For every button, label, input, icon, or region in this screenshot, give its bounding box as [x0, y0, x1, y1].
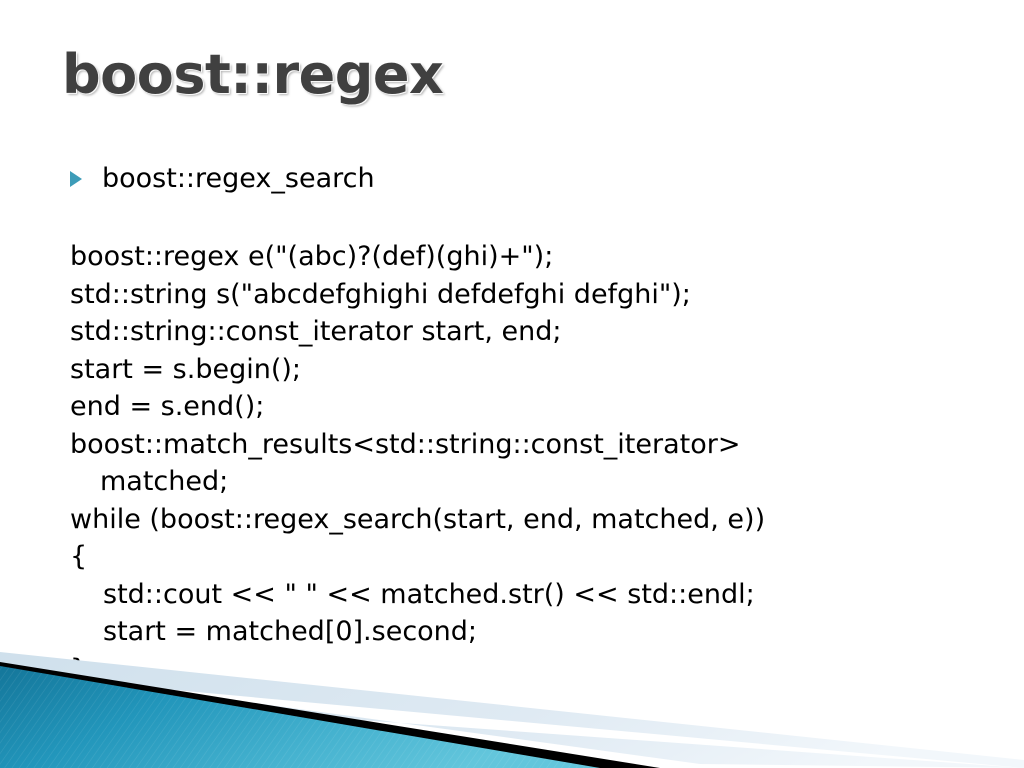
code-line: end = s.end();: [70, 391, 265, 422]
code-line: std::string::const_iterator start, end;: [70, 316, 562, 347]
bullet-list: boost::regex_search: [70, 162, 970, 196]
bullet-item-label: boost::regex_search: [102, 163, 375, 194]
code-line: start = matched[0].second;: [103, 616, 478, 647]
code-line: while (boost::regex_search(start, end, m…: [70, 503, 766, 535]
code-line: start = s.begin();: [70, 353, 301, 385]
code-block: boost::regex e("(abc)?(def)(ghi)+"); std…: [70, 238, 990, 688]
code-line: boost::regex e("(abc)?(def)(ghi)+");: [70, 241, 554, 272]
code-line: std::string s("abcdefghighi defdefghi de…: [70, 278, 691, 310]
code-line: matched;: [100, 466, 229, 497]
code-line: boost::match_results<std::string::const_…: [70, 428, 741, 460]
code-line: {: [70, 541, 88, 572]
code-line: std::cout << " " << matched.str() << std…: [103, 578, 755, 610]
list-item: boost::regex_search: [70, 162, 970, 196]
slide-title: boost::regex: [62, 43, 444, 106]
triangle-bullet-icon: [70, 162, 102, 187]
code-line: }: [70, 653, 88, 685]
